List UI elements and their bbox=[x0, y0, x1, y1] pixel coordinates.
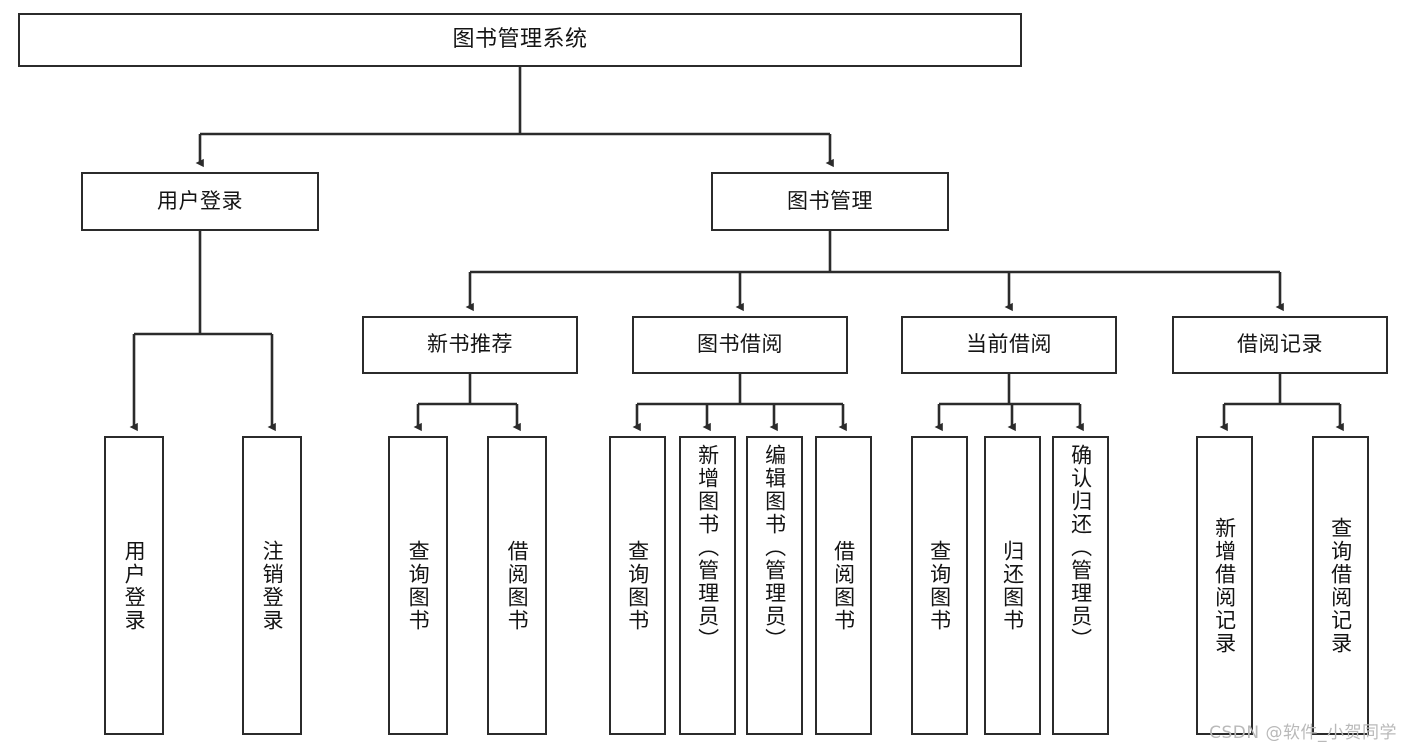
edge-new-book-rec-to-leaves bbox=[413, 374, 521, 432]
node-label: 新书推荐 bbox=[427, 332, 513, 357]
edge-current-borrow-to-leaves bbox=[934, 374, 1084, 432]
node-label: 查询图书 bbox=[406, 539, 431, 632]
node-label: 查询图书 bbox=[927, 539, 952, 632]
node-borrow-record[interactable]: 借阅记录 bbox=[1172, 316, 1388, 374]
node-root[interactable]: 图书管理系统 bbox=[18, 13, 1022, 67]
edge-book-borrow-to-leaves bbox=[632, 374, 847, 432]
node-leaf-query-book-rec[interactable]: 查询图书 bbox=[388, 436, 448, 735]
node-label: 归还图书 bbox=[1000, 539, 1025, 632]
node-label: 新增借阅记录 bbox=[1212, 516, 1237, 655]
node-user-login[interactable]: 用户登录 bbox=[81, 172, 319, 231]
node-label: 确认归还（管理员） bbox=[1068, 444, 1093, 651]
node-label: 新增图书（管理员） bbox=[695, 444, 720, 651]
node-label: 用户登录 bbox=[122, 539, 147, 632]
node-label: 借阅记录 bbox=[1237, 332, 1323, 357]
node-leaf-user-logout[interactable]: 注销登录 bbox=[242, 436, 302, 735]
node-new-book-rec[interactable]: 新书推荐 bbox=[362, 316, 578, 374]
edge-root-to-level2 bbox=[195, 67, 834, 168]
node-leaf-query-book-bor[interactable]: 查询图书 bbox=[609, 436, 666, 735]
node-label: 查询图书 bbox=[625, 539, 650, 632]
node-leaf-user-login[interactable]: 用户登录 bbox=[104, 436, 164, 735]
node-leaf-borrow-book-bor[interactable]: 借阅图书 bbox=[815, 436, 872, 735]
node-leaf-return-book[interactable]: 归还图书 bbox=[984, 436, 1041, 735]
node-label: 借阅图书 bbox=[831, 539, 856, 632]
node-leaf-edit-book-admin[interactable]: 编辑图书（管理员） bbox=[746, 436, 803, 735]
node-leaf-add-book-admin[interactable]: 新增图书（管理员） bbox=[679, 436, 736, 735]
node-book-borrow[interactable]: 图书借阅 bbox=[632, 316, 848, 374]
node-label: 注销登录 bbox=[260, 539, 285, 632]
node-leaf-borrow-book-rec[interactable]: 借阅图书 bbox=[487, 436, 547, 735]
node-label: 借阅图书 bbox=[505, 539, 530, 632]
node-leaf-query-book-cur[interactable]: 查询图书 bbox=[911, 436, 968, 735]
node-leaf-add-borrow-record[interactable]: 新增借阅记录 bbox=[1196, 436, 1253, 735]
node-label: 查询借阅记录 bbox=[1328, 516, 1353, 655]
node-label: 图书管理 bbox=[787, 188, 873, 213]
node-label: 当前借阅 bbox=[966, 332, 1052, 357]
node-label: 编辑图书（管理员） bbox=[762, 444, 787, 651]
node-current-borrow[interactable]: 当前借阅 bbox=[901, 316, 1117, 374]
node-leaf-confirm-return-admin[interactable]: 确认归还（管理员） bbox=[1052, 436, 1109, 735]
edge-borrow-record-to-leaves bbox=[1219, 374, 1344, 432]
node-leaf-query-borrow-record[interactable]: 查询借阅记录 bbox=[1312, 436, 1369, 735]
edge-user-login-to-leaves bbox=[129, 231, 276, 432]
node-label: 用户登录 bbox=[157, 188, 243, 213]
csdn-watermark: CSDN @软件_小贺同学 bbox=[1209, 723, 1397, 743]
node-label: 图书管理系统 bbox=[452, 26, 588, 52]
node-book-manage[interactable]: 图书管理 bbox=[711, 172, 949, 231]
edge-book-manage-to-level3 bbox=[465, 231, 1284, 312]
node-label: 图书借阅 bbox=[697, 332, 783, 357]
